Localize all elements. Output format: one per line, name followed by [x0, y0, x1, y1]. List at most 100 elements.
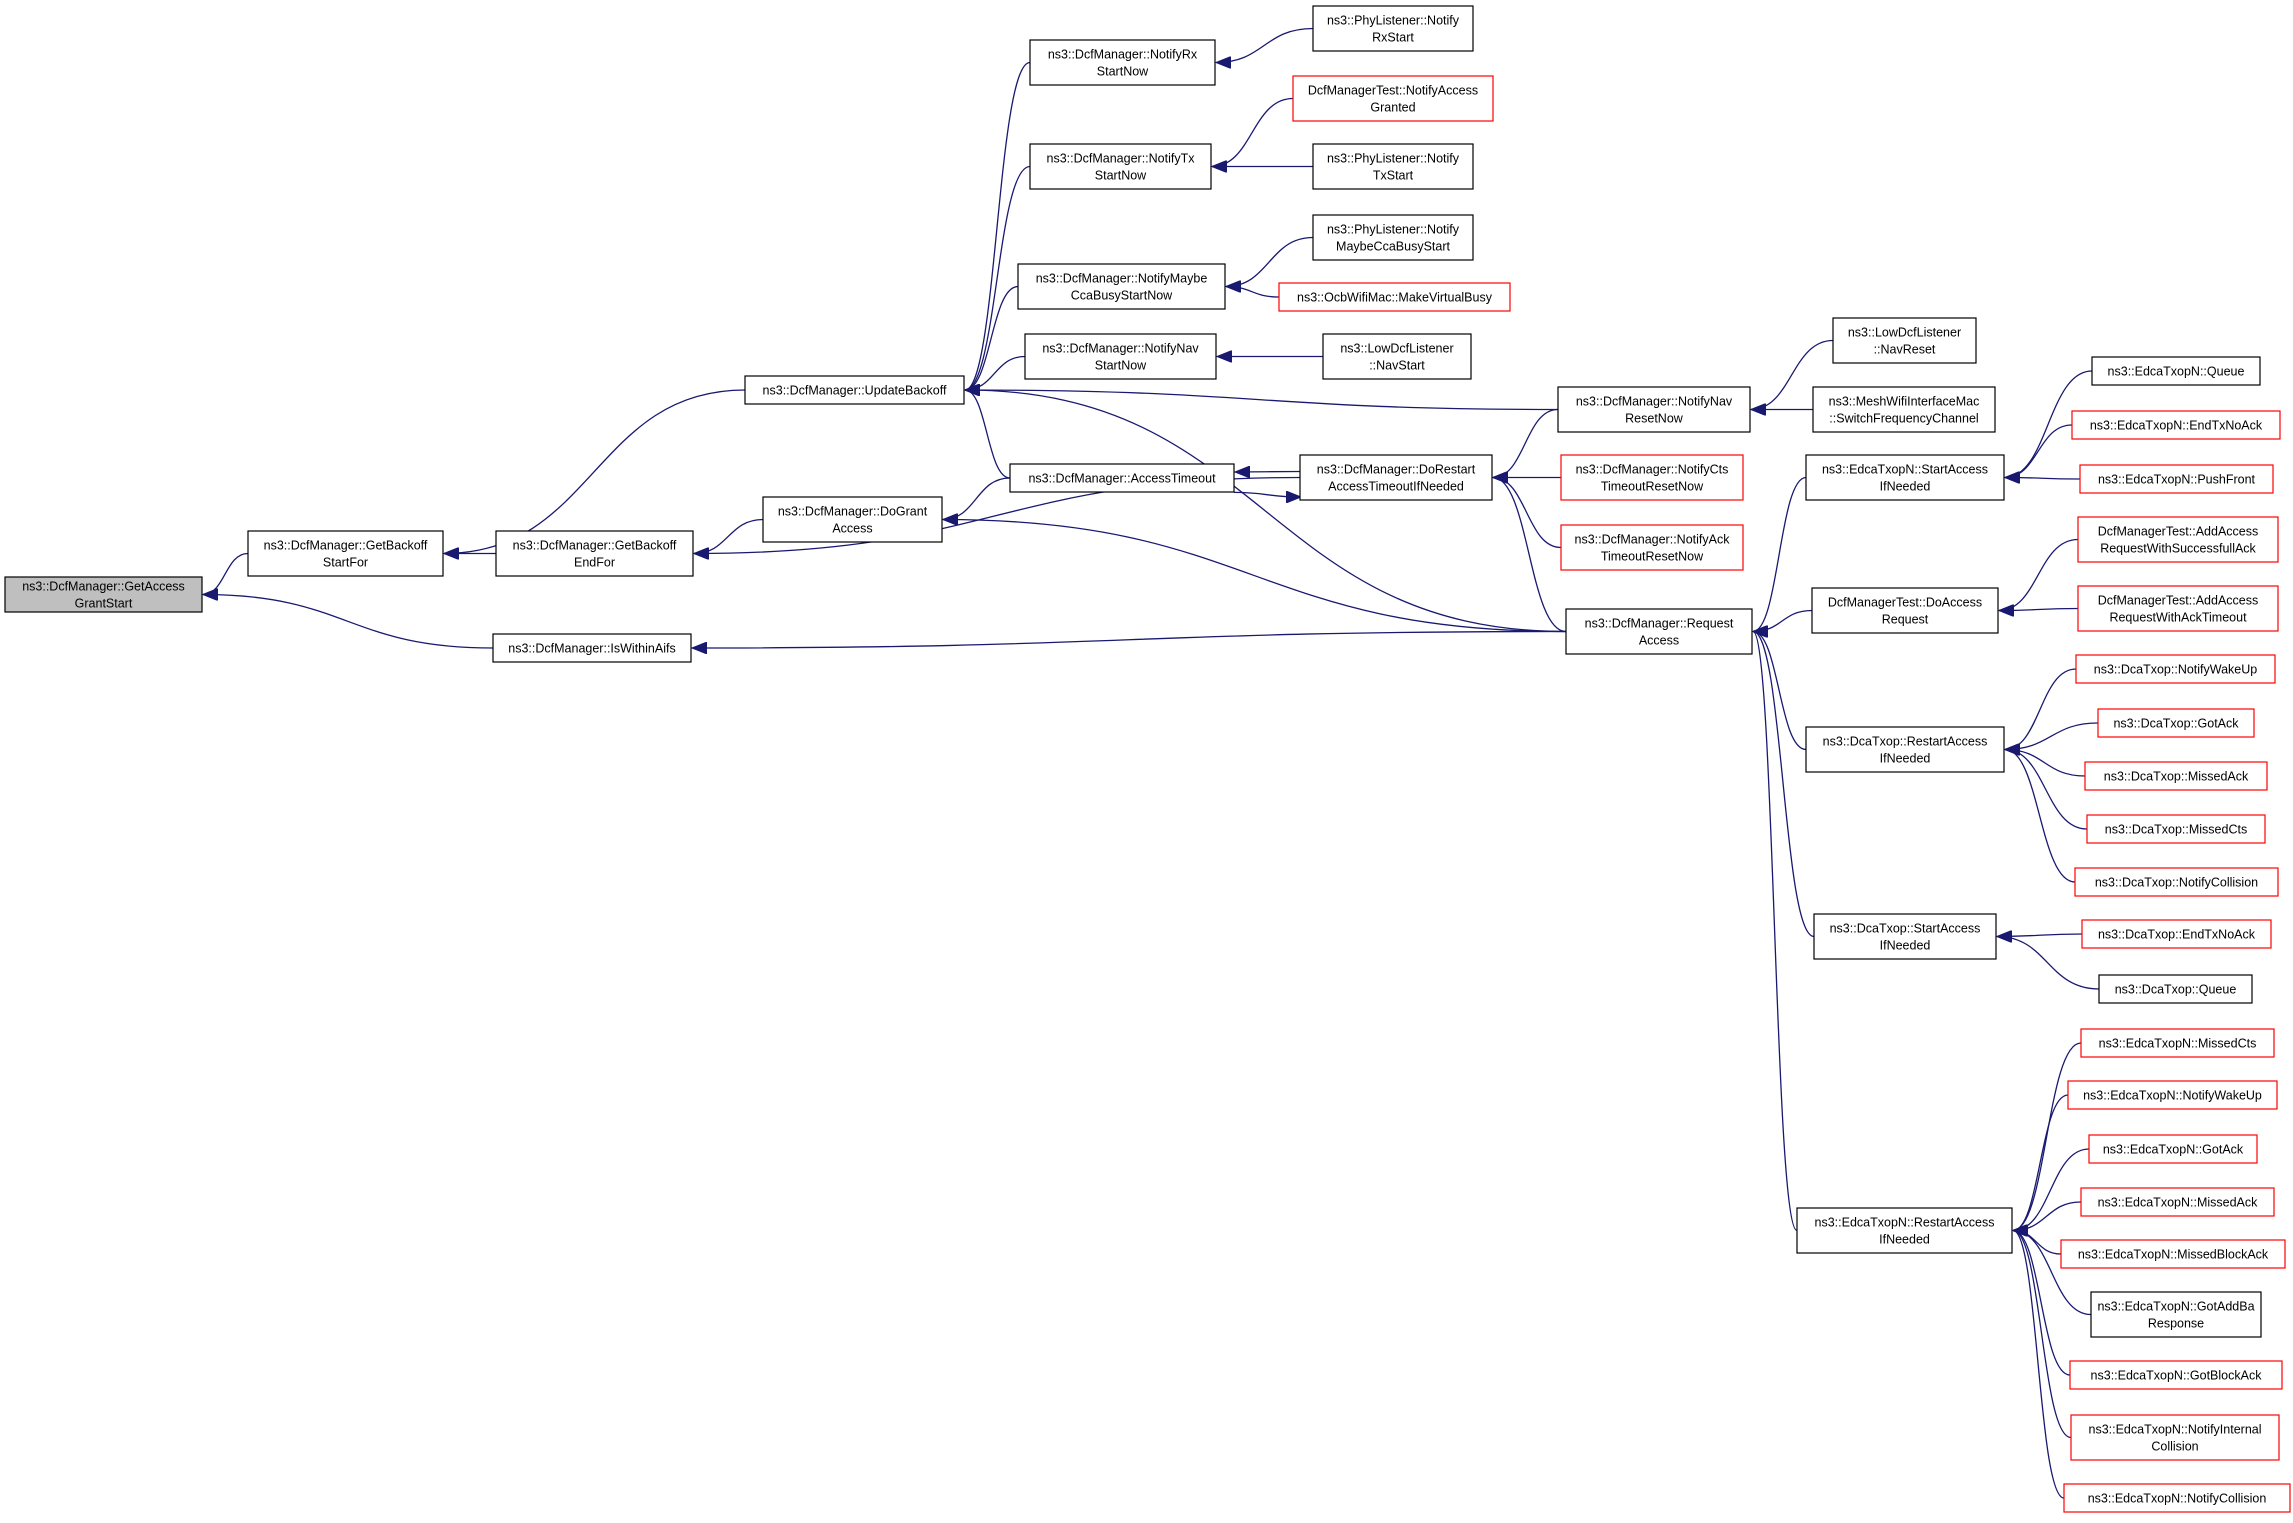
function-node[interactable]: ns3::DcfManager::IsWithinAifs [492, 633, 692, 663]
function-node-box[interactable] [1560, 454, 1744, 501]
function-node[interactable]: ns3::DcaTxop::NotifyCollision [2074, 867, 2279, 897]
function-node-box[interactable] [2090, 1291, 2262, 1338]
function-node[interactable]: ns3::DcfManager::NotifyAckTimeoutResetNo… [1560, 524, 1744, 571]
function-node-box[interactable] [2080, 1187, 2275, 1217]
function-node-box[interactable] [1312, 214, 1474, 261]
function-node-box[interactable] [1312, 5, 1474, 52]
function-node-box[interactable] [1009, 463, 1235, 493]
function-node-box[interactable] [1832, 317, 1977, 364]
function-node-box[interactable] [2091, 356, 2261, 386]
function-node[interactable]: ns3::PhyListener::NotifyMaybeCcaBusyStar… [1312, 214, 1474, 261]
function-node-box[interactable] [247, 530, 444, 577]
function-node[interactable]: ns3::DcaTxop::MissedCts [2086, 814, 2266, 844]
function-node-box[interactable] [2098, 974, 2253, 1004]
function-node-box[interactable] [2081, 919, 2272, 949]
function-node[interactable]: ns3::EdcaTxopN::MissedBlockAck [2060, 1239, 2286, 1269]
function-node[interactable]: ns3::DcfManager::NotifyCtsTimeoutResetNo… [1560, 454, 1744, 501]
function-node[interactable]: ns3::DcfManager::NotifyMaybeCcaBusyStart… [1017, 263, 1226, 310]
function-node[interactable]: ns3::LowDcfListener::NavStart [1322, 333, 1472, 380]
function-node[interactable]: ns3::MeshWifiInterfaceMac::SwitchFrequen… [1812, 386, 1996, 433]
function-node-box[interactable] [1322, 333, 1472, 380]
function-node[interactable]: ns3::DcfManager::UpdateBackoff [744, 375, 965, 405]
function-node-box[interactable] [495, 530, 694, 577]
function-node-box[interactable] [1565, 608, 1753, 655]
function-node-box[interactable] [2088, 1134, 2258, 1164]
function-node[interactable]: ns3::EdcaTxopN::Queue [2091, 356, 2261, 386]
function-node[interactable]: ns3::DcfManager::DoRestartAccessTimeoutI… [1299, 454, 1493, 501]
function-node-box[interactable] [492, 633, 692, 663]
function-node-box[interactable] [2063, 1483, 2291, 1513]
function-node[interactable]: ns3::EdcaTxopN::MissedCts [2080, 1028, 2275, 1058]
function-node-box[interactable] [1796, 1207, 2013, 1254]
function-node-box[interactable] [1312, 143, 1474, 190]
function-node[interactable]: ns3::EdcaTxopN::NotifyCollision [2063, 1483, 2291, 1513]
function-node-box[interactable] [1813, 913, 1997, 960]
function-node[interactable]: DcfManagerTest::AddAccessRequestWithAckT… [2077, 585, 2279, 632]
function-node[interactable]: ns3::OcbWifiMac::MakeVirtualBusy [1278, 282, 1511, 312]
function-node-box[interactable] [2071, 410, 2281, 440]
function-node[interactable]: ns3::EdcaTxopN::EndTxNoAck [2071, 410, 2281, 440]
function-node-box[interactable] [2067, 1080, 2278, 1110]
function-node-box[interactable] [2077, 516, 2279, 563]
function-node[interactable]: ns3::EdcaTxopN::PushFront [2079, 464, 2274, 494]
function-node[interactable]: ns3::EdcaTxopN::GotBlockAck [2069, 1360, 2283, 1390]
function-node-box[interactable] [2079, 464, 2274, 494]
function-node-box[interactable] [1805, 726, 2005, 773]
function-node[interactable]: ns3::DcaTxop::GotAck [2097, 708, 2255, 738]
function-node-box[interactable] [2069, 1360, 2283, 1390]
function-node-box[interactable] [1017, 263, 1226, 310]
function-node[interactable]: ns3::EdcaTxopN::NotifyWakeUp [2067, 1080, 2278, 1110]
function-node-box[interactable] [2097, 708, 2255, 738]
function-node-box[interactable] [2070, 1414, 2280, 1461]
function-node-box[interactable] [762, 496, 943, 543]
function-node-box[interactable] [2077, 585, 2279, 632]
function-node-box[interactable] [4, 576, 203, 613]
function-node[interactable]: ns3::EdcaTxopN::MissedAck [2080, 1187, 2275, 1217]
function-node-box[interactable] [2086, 814, 2266, 844]
function-node[interactable]: ns3::DcaTxop::NotifyWakeUp [2075, 654, 2276, 684]
function-node-box[interactable] [744, 375, 965, 405]
function-node-box[interactable] [1278, 282, 1511, 312]
function-node[interactable]: ns3::DcfManager::AccessTimeout [1009, 463, 1235, 493]
function-node[interactable]: ns3::DcaTxop::EndTxNoAck [2081, 919, 2272, 949]
function-node[interactable]: ns3::EdcaTxopN::GotAck [2088, 1134, 2258, 1164]
function-node-box[interactable] [1805, 454, 2005, 501]
function-node-box[interactable] [1029, 39, 1216, 86]
function-node-box[interactable] [1560, 524, 1744, 571]
function-node[interactable]: ns3::DcaTxop::MissedAck [2084, 761, 2268, 791]
function-node[interactable]: DcfManagerTest::AddAccessRequestWithSucc… [2077, 516, 2279, 563]
function-node-box[interactable] [2080, 1028, 2275, 1058]
function-node-box[interactable] [1299, 454, 1493, 501]
function-node[interactable]: ns3::LowDcfListener::NavReset [1832, 317, 1977, 364]
function-node-box[interactable] [1024, 333, 1217, 380]
function-node-box[interactable] [1812, 386, 1996, 433]
function-node-box[interactable] [2084, 761, 2268, 791]
function-node-box[interactable] [1029, 143, 1212, 190]
function-node-box[interactable] [2060, 1239, 2286, 1269]
function-node-box[interactable] [1811, 587, 1999, 634]
function-node[interactable]: ns3::DcaTxop::Queue [2098, 974, 2253, 1004]
function-node-box[interactable] [1557, 386, 1751, 433]
function-node-box[interactable] [2075, 654, 2276, 684]
function-node-box[interactable] [1292, 75, 1494, 122]
function-node-box[interactable] [2074, 867, 2279, 897]
